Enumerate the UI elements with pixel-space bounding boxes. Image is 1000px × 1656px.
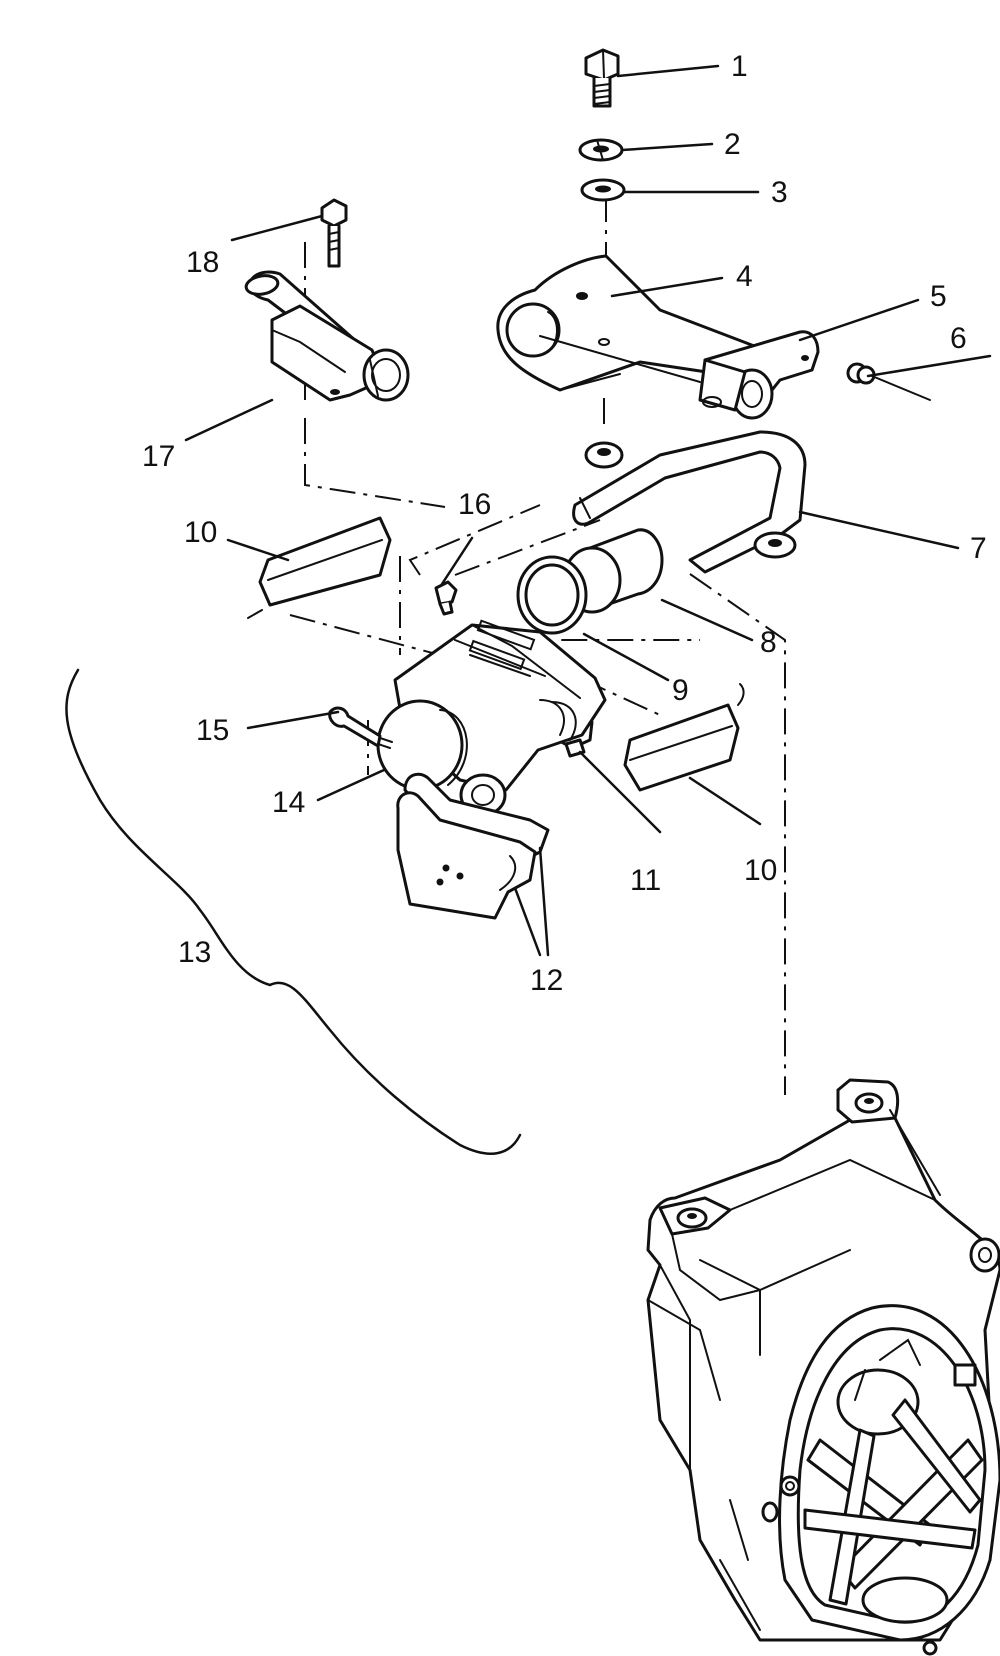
assembly-13-bracket: [65, 668, 522, 1155]
brake-pads-part-12: [396, 772, 550, 920]
leader-17: [184, 398, 274, 442]
banjo-bolt-part-18: [320, 198, 348, 268]
callout-numbers: 1 2 3 4 5 6 7 8 9 10 10 11 12 13 14 15 1…: [142, 50, 987, 997]
leader-9: [582, 632, 670, 682]
u-frame-part-7: [572, 430, 807, 574]
leader-14: [316, 768, 386, 802]
callout-6: 6: [950, 322, 967, 355]
callout-5: 5: [930, 280, 947, 313]
brake-line-part-15: [328, 706, 393, 749]
callout-1: 1: [731, 50, 748, 83]
leader-12b: [513, 886, 542, 957]
callout-12: 12: [530, 964, 563, 997]
shim-part-10-upper: [247, 516, 392, 619]
shim-part-10-lower: [623, 683, 745, 792]
callout-16: 16: [458, 488, 491, 521]
hose-fitting-part-17: [244, 270, 410, 402]
leader-2: [620, 142, 714, 152]
bolt-part-1: [584, 48, 620, 108]
leader-8: [660, 598, 754, 642]
leader-4: [610, 276, 724, 298]
callout-11: 11: [630, 864, 661, 897]
fitting-part-6: [846, 362, 931, 401]
callout-10-lower: 10: [744, 854, 777, 887]
leader-5: [798, 298, 920, 342]
callout-17: 17: [142, 440, 175, 473]
callout-18: 18: [186, 246, 219, 279]
callout-10-upper: 10: [184, 516, 217, 549]
leader-18: [230, 214, 324, 242]
leader-10a: [226, 538, 290, 562]
mounting-bracket-part-4: [496, 254, 772, 392]
leader-1: [616, 64, 720, 78]
callout-4: 4: [736, 260, 753, 293]
callout-2: 2: [724, 128, 741, 161]
leader-15: [246, 710, 340, 730]
flat-washer-part-3: [580, 178, 626, 202]
spindle-housing: [646, 1078, 1000, 1656]
callout-3: 3: [771, 176, 788, 209]
leader-11: [578, 750, 662, 834]
leader-lines: [184, 64, 992, 957]
leader-6: [866, 354, 992, 378]
callout-7: 7: [970, 532, 987, 565]
callout-8: 8: [760, 626, 777, 659]
leader-10b: [688, 776, 762, 826]
lock-washer-part-2: [578, 138, 624, 162]
leader-16: [440, 536, 474, 586]
pivot-arm-part-5: [698, 330, 820, 420]
callout-13: 13: [178, 936, 211, 969]
callout-9: 9: [672, 674, 689, 707]
bleeder-screw-part-16: [434, 580, 458, 616]
leader-7: [798, 510, 960, 550]
callout-15: 15: [196, 714, 229, 747]
seal-ring-part-9: [516, 555, 588, 635]
leader-12a: [538, 846, 550, 957]
callout-14: 14: [272, 786, 305, 819]
